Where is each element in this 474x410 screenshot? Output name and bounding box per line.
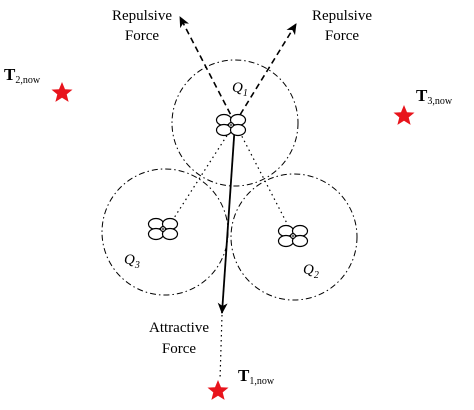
quadrotor-icon-q1 [215,113,247,137]
drone-letter-q2: Q [303,262,314,278]
safety-circle-q2 [230,173,358,301]
drone-sub-q3: 3 [134,260,140,271]
target-label-t2: T2,now [4,65,41,86]
target-sub-t2: 2,now [15,75,41,86]
target-letter-t2: T [4,65,16,84]
target-label-t3: T3,now [416,86,453,107]
drone-sub-q1: 1 [243,88,248,99]
link-q1-q3 [164,122,236,233]
repulsive-force-label-right-line2: Force [325,28,359,44]
quadrotor-icon-q2 [277,224,309,248]
attractive-force-label-line2: Force [162,341,196,357]
drone-letter-q1: Q [232,80,243,96]
quadrotor-icon-q3 [147,217,179,241]
drone-label-q1: Q1 [232,80,248,99]
star-icon-t2 [51,82,73,102]
drone-sub-q2: 2 [314,270,319,281]
repulsive-force-label-right-line1: Repulsive [312,8,372,24]
repulsive-force-label-left-line2: Force [125,28,159,44]
target-label-t1: T1,now [238,366,275,387]
target-letter-t1: T [238,366,250,385]
target-sub-t3: 3,now [427,96,453,107]
repulsive-force-label-left-line1: Repulsive [112,8,172,24]
link-q1-target-t1 [219,314,223,381]
link-q1-q2 [234,122,295,238]
safety-circle-q1 [171,59,299,187]
drone-letter-q3: Q [124,252,135,268]
repulsive-force-arrow-right [234,23,297,124]
drone-label-q2: Q2 [303,262,319,281]
attractive-force-label-line1: Attractive [149,320,209,336]
target-letter-t3: T [416,86,428,105]
repulsive-force-arrow-left [179,16,236,124]
target-sub-t1: 1,now [249,376,275,387]
star-icon-t1 [207,380,229,400]
star-icon-t3 [393,105,415,125]
drone-label-q3: Q3 [124,252,140,271]
attractive-force-arrow [217,122,236,314]
